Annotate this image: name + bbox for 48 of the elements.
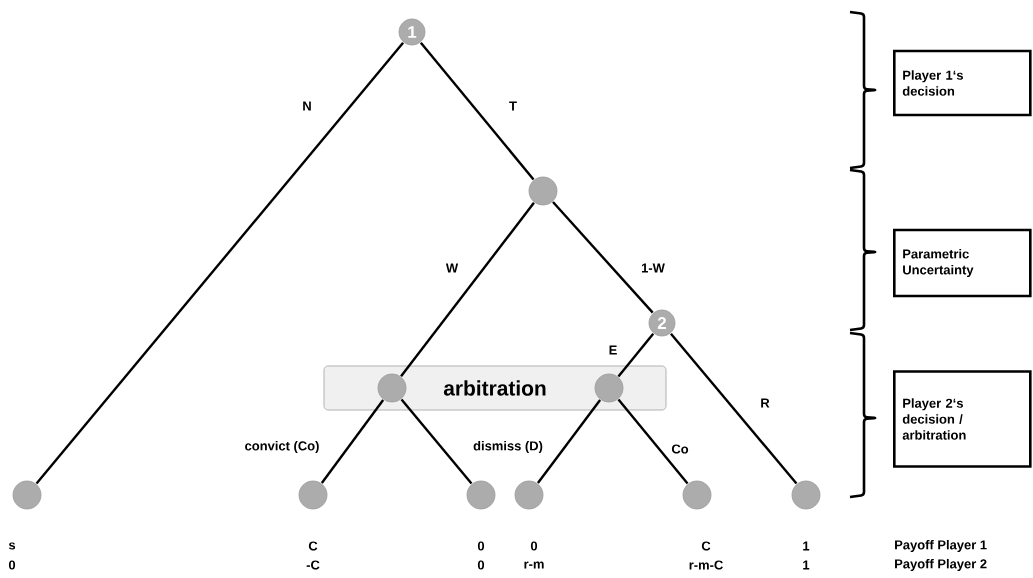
branch-line	[617, 333, 655, 378]
branch-line	[617, 398, 689, 485]
payoff-row-label: Payoff Player 2	[895, 558, 987, 572]
payoff-value: C	[701, 541, 711, 551]
edge-label: Co	[669, 442, 691, 456]
decision-node: 1	[398, 18, 426, 46]
payoff-value: 1	[803, 560, 810, 570]
stage-label-box: Parametric Uncertainty	[893, 228, 1032, 298]
terminal-node	[791, 480, 821, 510]
edge-label: dismiss (D)	[471, 439, 545, 455]
terminal-node	[682, 480, 712, 510]
branch-line	[670, 332, 798, 485]
decision-node: 2	[648, 309, 676, 337]
terminal-node	[12, 480, 42, 510]
branch-line	[536, 399, 602, 484]
arbitration-node	[594, 373, 624, 403]
payoff-row-label: Payoff Player 1	[895, 539, 987, 553]
payoff-value: r-m-C	[689, 560, 723, 570]
chance-node	[528, 176, 558, 206]
branch-line	[552, 201, 654, 314]
branch-line	[320, 399, 385, 484]
edge-label: T	[507, 100, 519, 112]
branch-line	[419, 41, 535, 181]
stage-label-box: Player 2‘s decision / arbitration	[893, 370, 1032, 468]
terminal-node	[466, 480, 496, 510]
payoff-value: s	[8, 542, 16, 550]
edge-label: W	[444, 262, 460, 274]
branch-line	[35, 41, 405, 485]
edge-label: E	[607, 344, 619, 356]
stage-label-box: Player 1‘s decision	[893, 49, 1032, 117]
edge-label: 1-W	[639, 262, 667, 274]
arbitration-node	[377, 373, 407, 403]
payoff-value: 0	[530, 541, 538, 551]
terminal-node	[514, 480, 544, 510]
edge-label: N	[300, 100, 314, 112]
branch-line	[400, 202, 535, 377]
terminal-node	[298, 480, 328, 510]
payoff-value: r-m	[524, 561, 544, 569]
branch-line	[400, 398, 473, 485]
payoff-value: 0	[8, 560, 16, 570]
edge-label: R	[758, 397, 772, 409]
arbitration-band: arbitration	[323, 365, 667, 411]
payoff-value: 1	[803, 541, 810, 551]
payoff-value: -C	[306, 560, 320, 570]
payoff-value: C	[308, 541, 318, 551]
edge-label: convict (Co)	[243, 439, 321, 455]
payoff-value: 0	[477, 541, 485, 551]
payoff-value: 0	[477, 560, 485, 570]
